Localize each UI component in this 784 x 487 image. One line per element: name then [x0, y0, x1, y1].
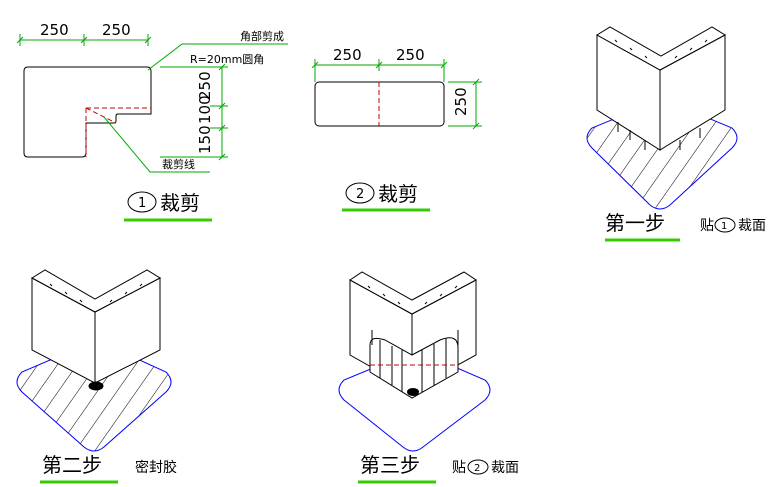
note-corner-cut: 角部剪成 [240, 29, 284, 43]
applied-piece-lines [371, 330, 459, 392]
wall-top-marks-1 [614, 39, 708, 59]
dim-label-v-250-2: 250 [452, 87, 470, 116]
circled-number-1 [127, 191, 157, 213]
circled-number-1-text: 1 [138, 196, 146, 211]
caption-cut-1: 裁剪 [160, 191, 200, 215]
dimension-right-1 [160, 63, 228, 161]
leader-line-cut [103, 116, 210, 173]
step-1-circled [714, 217, 736, 233]
step-3-figure [338, 271, 491, 452]
wall-top-marks-3 [367, 285, 458, 305]
circled-number-2 [345, 182, 375, 204]
dim-label-250-right-2: 250 [396, 46, 425, 64]
leader-line-corner [147, 43, 288, 71]
cut-line-red [85, 107, 151, 157]
step-1-desc-post: 裁面 [738, 218, 766, 234]
circled-number-2-text: 2 [356, 187, 364, 202]
step-2-figure [16, 269, 172, 452]
caption-cut-2: 裁剪 [378, 182, 418, 206]
step-2-desc: 密封胶 [135, 459, 177, 476]
step-1-figure [586, 26, 738, 210]
step-1-circled-text: 1 [721, 221, 727, 232]
dim-label-v-100: 100 [196, 95, 214, 124]
sealant-blob-3 [407, 388, 419, 396]
label-cut-line: 裁剪线 [162, 157, 195, 171]
dimension-right-2 [448, 78, 482, 130]
step-1-desc-pre: 贴 [700, 218, 714, 234]
base-hatch-2 [16, 341, 172, 452]
dim-label-250-left: 250 [40, 21, 69, 39]
step-3-circled [467, 459, 489, 475]
wall-top-1 [596, 26, 727, 71]
wall-top-marks-2 [49, 283, 143, 303]
cut-piece-shape [23, 66, 152, 158]
dim-label-250-right: 250 [102, 21, 131, 39]
step-3-desc-post: 裁面 [491, 460, 519, 476]
step-2-title: 第二步 [42, 453, 102, 477]
dim-label-v-150: 150 [196, 125, 214, 154]
step-1-title: 第一步 [605, 211, 665, 235]
base-patch-1 [617, 122, 701, 150]
dim-label-v-250: 250 [196, 71, 214, 100]
note-radius: R=20mm圆角 [190, 53, 264, 66]
cut-piece-rect [314, 81, 445, 127]
dimension-top-1 [16, 34, 152, 46]
dim-label-250-left-2: 250 [333, 46, 362, 64]
step-3-desc-pre: 贴 [452, 460, 466, 476]
panel-cut-1: 250 250 250 100 150 角部剪成 R= [16, 21, 288, 222]
wall-top-2 [30, 269, 162, 313]
step-3-title: 第三步 [360, 453, 420, 477]
panel-cut-2: 250 250 250 2 裁剪 [311, 46, 482, 212]
wall-top-3 [349, 271, 477, 315]
step-3-circled-text: 2 [474, 463, 480, 474]
sealant-blob [88, 381, 104, 391]
dimension-top-2 [311, 59, 448, 82]
